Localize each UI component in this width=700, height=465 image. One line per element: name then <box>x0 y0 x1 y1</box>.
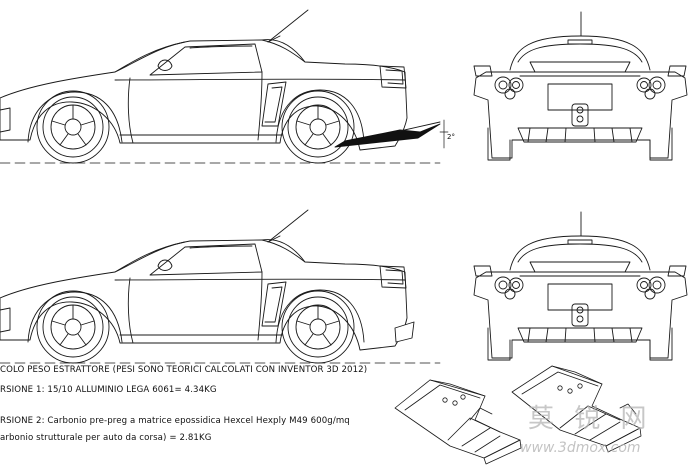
watermark-logo: 莫 锐 网 <box>528 404 653 434</box>
version-2-note: RSIONE 2: Carbonio pre-preg a matrice ep… <box>0 416 350 426</box>
extractor-top-side <box>334 123 441 148</box>
version-2-result: arbonio strutturale per auto da corsa) =… <box>0 433 212 443</box>
extractor-3d-right <box>511 365 642 453</box>
weight-calc-title: COLO PESO ESTRATTORE (PESI SONO TEORICI … <box>0 365 368 375</box>
inclination-label: 2° <box>447 133 455 141</box>
extractor-bottom-side <box>394 321 415 343</box>
version-1-note: RSIONE 1: 15/10 ALLUMINIO LEGA 6061= 4.3… <box>0 385 217 395</box>
extractor-3d-left <box>394 379 522 465</box>
watermark-url: www.3dmox.com <box>520 440 641 456</box>
